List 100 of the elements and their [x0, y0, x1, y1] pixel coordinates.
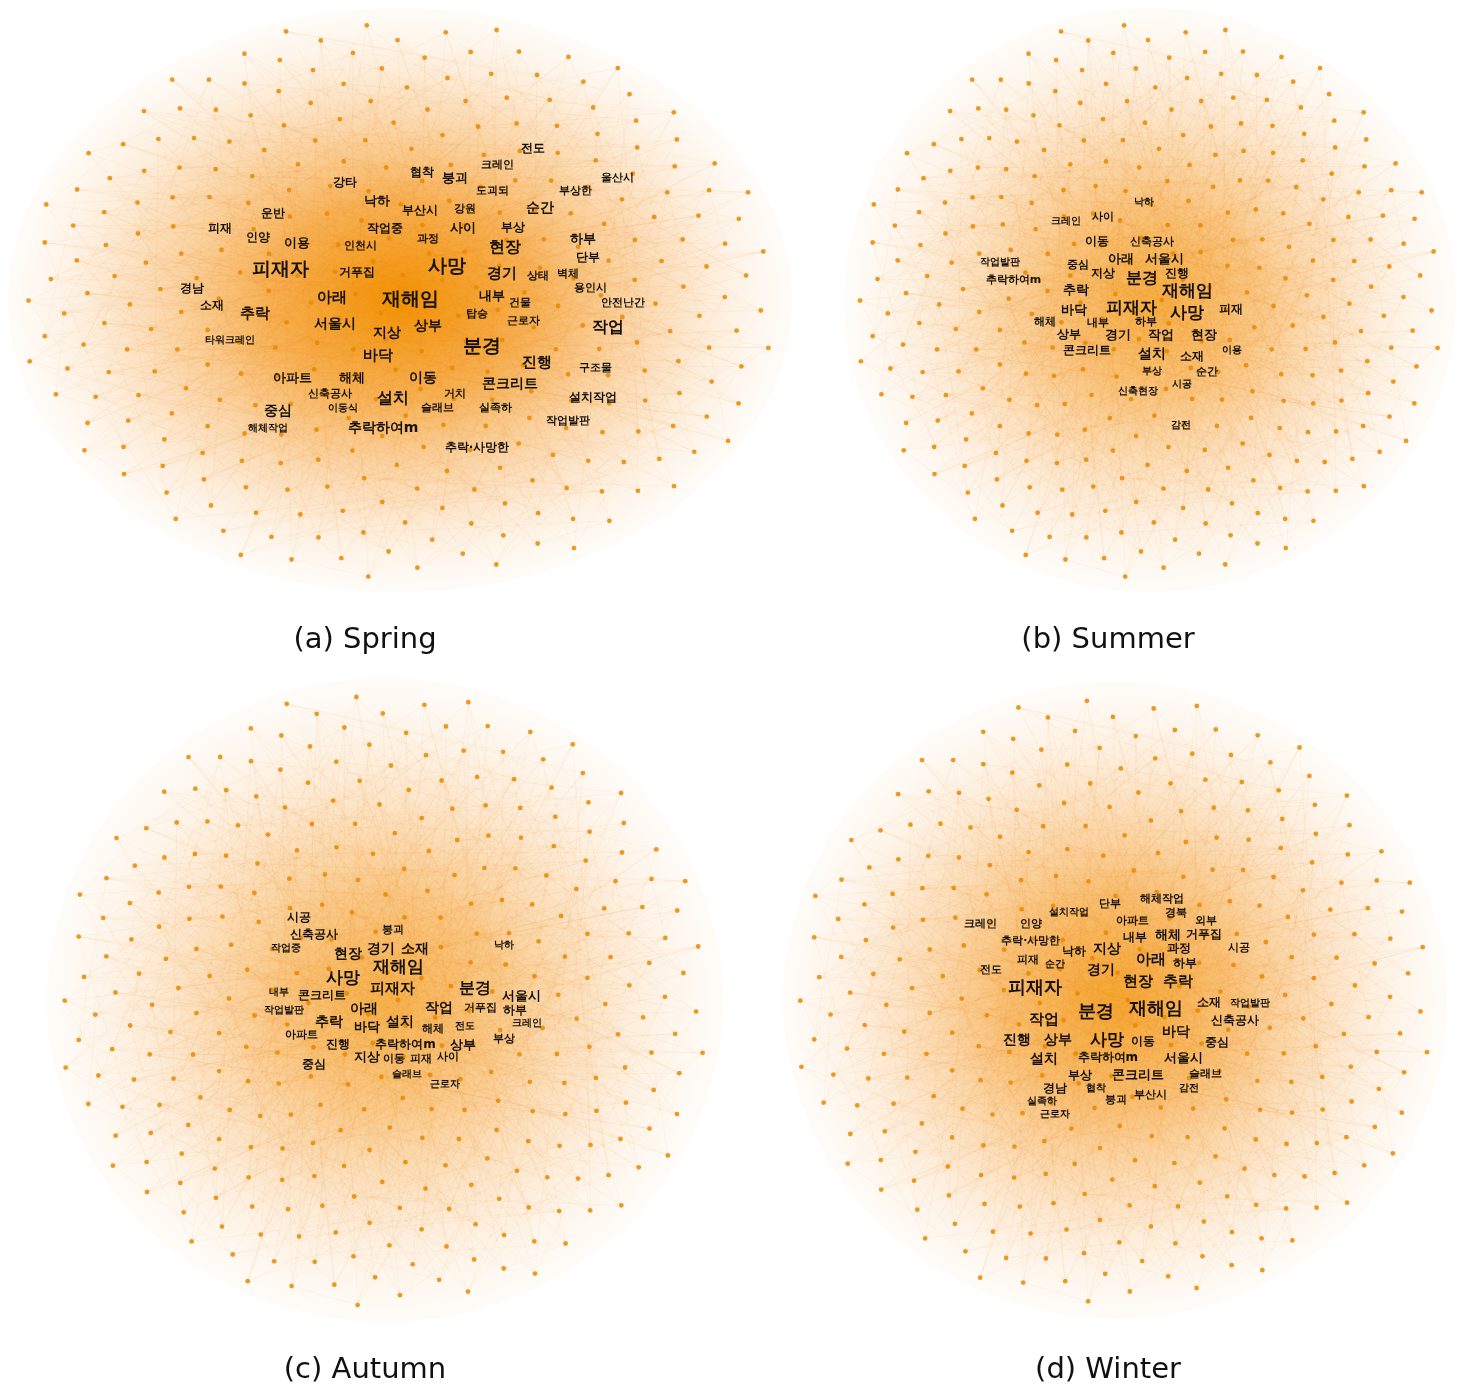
- word-label: 피재: [208, 222, 232, 234]
- word-label: 해체: [339, 370, 365, 384]
- panel-caption: (c) Autumn: [283, 1353, 447, 1383]
- word-label: 경기: [1087, 962, 1116, 977]
- word-label: 진행: [1002, 1031, 1031, 1046]
- word-label: 크레인: [480, 158, 514, 170]
- word-label: 추락·사망한: [1001, 934, 1061, 945]
- word-label: 신축공사: [289, 928, 338, 941]
- word-label: 상부: [1044, 1031, 1073, 1046]
- word-label: 거치: [444, 387, 466, 399]
- word-label: 벽체: [557, 267, 579, 279]
- word-label: 지상: [1090, 266, 1115, 279]
- word-label: 거푸집: [463, 1001, 497, 1013]
- word-label: 사망: [1089, 1030, 1124, 1047]
- word-label: 서울시: [1164, 1050, 1204, 1064]
- word-label: 이동식: [328, 403, 358, 413]
- word-label: 작업중: [367, 222, 403, 234]
- word-label: 하부: [1172, 956, 1197, 969]
- word-label: 콘크리트: [1111, 1067, 1164, 1081]
- word-label: 해체: [1155, 927, 1182, 941]
- word-label: 도괴되: [475, 184, 509, 196]
- word-label: 슬래브: [392, 1068, 423, 1079]
- word-label: 서울시: [1145, 251, 1185, 265]
- word-label: 울산시: [600, 171, 634, 183]
- word-label: 작업발판: [546, 414, 590, 426]
- word-label: 추락: [1062, 282, 1089, 296]
- word-label: 신축현장: [1117, 385, 1158, 396]
- word-label: 피재: [1016, 953, 1039, 965]
- word-label: 재해임: [381, 288, 439, 308]
- word-label: 추락·사망한: [444, 441, 510, 453]
- word-label: 부산시: [1134, 1088, 1168, 1099]
- word-label: 상부: [1057, 327, 1082, 340]
- word-label: 붕괴: [442, 170, 468, 184]
- word-label: 설치작업: [569, 391, 617, 403]
- word-label: 과정: [417, 232, 439, 244]
- word-label: 아파트: [1115, 914, 1149, 926]
- word-label: 크레인: [512, 1017, 543, 1028]
- word-label: 해체: [422, 1022, 445, 1034]
- word-label: 단부: [576, 251, 600, 263]
- word-label: 낙하: [364, 193, 390, 207]
- word-label: 설치: [1030, 1051, 1058, 1066]
- word-label: 내부: [1086, 316, 1109, 328]
- word-label: 감전: [1170, 420, 1191, 431]
- word-label: 분경: [463, 335, 501, 355]
- word-label: 분경: [1126, 269, 1159, 286]
- word-label: 작업: [424, 1000, 453, 1015]
- word-label: 인양: [1019, 917, 1042, 929]
- word-label: 크레인: [963, 917, 997, 929]
- word-label: 추락: [315, 1013, 344, 1028]
- word-label: 재해임: [372, 957, 424, 975]
- word-label: 피재자: [1105, 298, 1157, 316]
- word-label: 사이: [450, 220, 476, 234]
- word-label: 용인시: [573, 281, 607, 293]
- word-label: 시공: [1172, 379, 1193, 390]
- word-label: 소재: [200, 299, 224, 311]
- word-label: 상태: [527, 269, 549, 281]
- word-label: 이용: [1221, 344, 1242, 355]
- word-label: 작업: [592, 319, 624, 335]
- word-label: 추락: [240, 305, 270, 321]
- word-label: 아래: [349, 1001, 378, 1016]
- word-label: 아파트: [272, 370, 312, 384]
- word-label: 아파트: [284, 1028, 318, 1040]
- word-label: 전도: [454, 1021, 475, 1031]
- word-label: 이동: [1131, 1034, 1155, 1047]
- word-label: 경기: [1104, 327, 1131, 340]
- word-label: 소재: [1180, 349, 1205, 362]
- word-label: 붕괴: [1104, 1093, 1127, 1105]
- word-label: 근로자: [429, 1079, 460, 1090]
- word-label: 서울시: [502, 988, 542, 1002]
- word-label: 해체작업: [248, 423, 288, 433]
- word-label: 부상한: [558, 184, 592, 196]
- word-label: 피재자: [1008, 977, 1063, 996]
- word-label: 낙하: [1061, 944, 1086, 957]
- word-label: 현장: [334, 946, 363, 961]
- word-label: 중심: [264, 403, 292, 417]
- word-label: 진행: [325, 1037, 350, 1050]
- word-label: 구조물: [578, 361, 612, 373]
- word-label: 시공: [1227, 941, 1250, 953]
- word-label: 지상: [373, 325, 401, 339]
- word-label: 피재자: [370, 980, 416, 995]
- word-label: 콘크리트: [482, 376, 538, 390]
- word-label: 하부: [570, 231, 596, 245]
- word-label: 아래: [1135, 951, 1166, 967]
- word-label: 인양: [246, 231, 270, 243]
- word-label: 현장: [489, 239, 521, 255]
- word-label: 협착: [410, 166, 434, 178]
- word-label: 단부: [1099, 897, 1121, 909]
- panel-caption: (a) Spring: [293, 623, 437, 653]
- word-label: 경기: [367, 941, 396, 955]
- word-label: 운반: [261, 207, 285, 219]
- word-label: 현장: [1191, 327, 1218, 340]
- word-label: 하부: [502, 1004, 527, 1017]
- word-label: 신축공사: [1211, 1013, 1260, 1026]
- word-label: 사이: [437, 1050, 460, 1062]
- word-label: 해체작업: [1139, 892, 1184, 904]
- word-label: 거푸집: [339, 266, 375, 278]
- word-label: 외부: [1194, 914, 1217, 926]
- word-label: 작업: [1029, 1011, 1059, 1027]
- word-label: 사이: [1091, 210, 1114, 222]
- word-label: 바닥: [353, 1019, 380, 1033]
